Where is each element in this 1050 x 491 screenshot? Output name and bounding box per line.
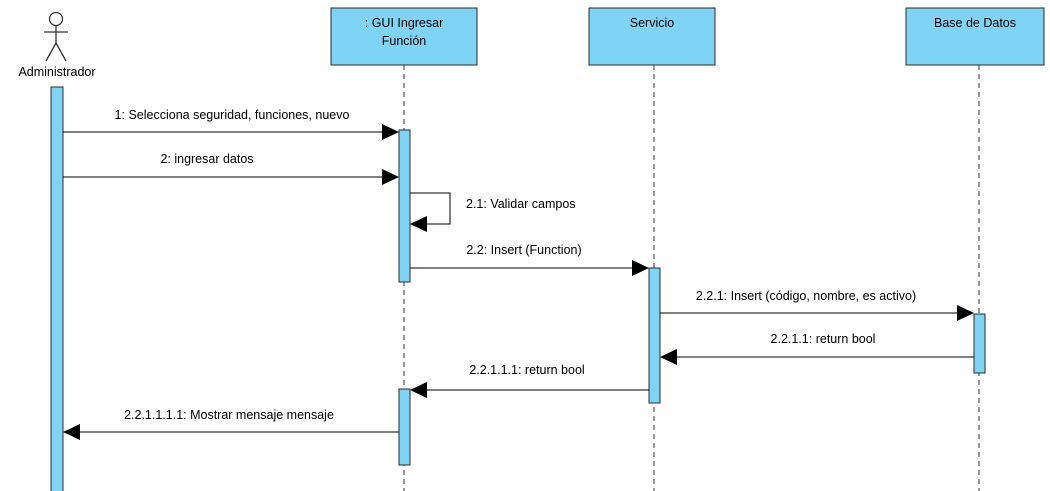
message-2-2: 2.2: Insert (Function) [410, 243, 649, 276]
message-2-1-label: 2.1: Validar campos [466, 197, 576, 211]
participant-servicio: Servicio [588, 7, 716, 66]
actor-label: Administrador [18, 65, 95, 79]
message-2-2-1-1-1-1-label: 2.2.1.1.1.1: Mostrar mensaje mensaje [124, 408, 334, 422]
participant-gui-label-line1: : GUI Ingresar [365, 16, 444, 30]
participant-gui-label-line2: Función [382, 34, 427, 48]
activation-base-de-datos [973, 313, 986, 374]
activation-servicio [648, 267, 661, 404]
message-1-label: 1: Selecciona seguridad, funciones, nuev… [115, 108, 350, 122]
message-2-2-1-1-1-label: 2.2.1.1.1: return bool [469, 363, 584, 377]
message-2-2-1-1: 2.2.1.1: return bool [660, 332, 974, 365]
arrowhead-icon [63, 424, 80, 440]
arrowhead-icon [410, 382, 427, 398]
activation-gui-2 [398, 388, 411, 466]
message-2-2-1-1-1: 2.2.1.1.1: return bool [410, 363, 649, 398]
arrowhead-icon [957, 305, 974, 321]
participant-gui: : GUI Ingresar Función [330, 7, 478, 66]
stick-figure-icon [44, 11, 68, 62]
message-2-2-1-1-label: 2.2.1.1: return bool [771, 332, 876, 346]
message-2-label: 2: ingresar datos [160, 152, 253, 166]
message-1: 1: Selecciona seguridad, funciones, nuev… [63, 108, 399, 140]
participant-base-de-datos: Base de Datos [905, 7, 1045, 66]
participant-bd-label: Base de Datos [934, 16, 1016, 30]
activation-gui-1 [398, 129, 411, 283]
message-2-2-label: 2.2: Insert (Function) [466, 243, 581, 257]
message-2-1-self: 2.1: Validar campos [410, 192, 576, 232]
activation-administrador [50, 86, 64, 491]
message-2: 2: ingresar datos [63, 152, 399, 185]
arrowhead-icon [660, 349, 677, 365]
arrowhead-icon [382, 124, 399, 140]
message-2-2-1: 2.2.1: Insert (código, nombre, es activo… [660, 289, 974, 321]
participant-servicio-label: Servicio [630, 16, 675, 30]
arrowhead-icon [632, 260, 649, 276]
arrowhead-icon [382, 169, 399, 185]
message-2-2-1-1-1-1: 2.2.1.1.1.1: Mostrar mensaje mensaje [63, 408, 399, 440]
arrowhead-icon [410, 216, 427, 232]
message-2-2-1-label: 2.2.1: Insert (código, nombre, es activo… [696, 289, 916, 303]
actor-administrador: Administrador [18, 11, 96, 79]
